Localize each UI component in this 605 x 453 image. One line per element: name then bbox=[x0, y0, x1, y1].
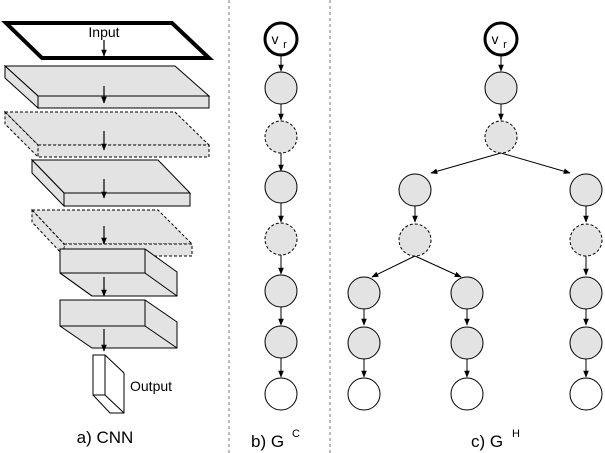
cnn-output-label: Output bbox=[130, 378, 172, 394]
chain-caption: b) G bbox=[251, 432, 284, 451]
tree-node-dashed bbox=[569, 223, 603, 257]
tree-caption: c) G bbox=[471, 432, 503, 451]
chain-leaf-node bbox=[264, 377, 298, 411]
cnn-layer-2-dashed bbox=[3, 110, 211, 159]
chain-caption-superscript: C bbox=[292, 428, 300, 440]
tree-panel: v r c) G H bbox=[347, 21, 603, 451]
tree-leaf-node bbox=[347, 377, 381, 411]
tree-node bbox=[484, 71, 518, 105]
cnn-caption: a) CNN bbox=[77, 428, 134, 447]
tree-node bbox=[450, 276, 484, 310]
cnn-layer-6 bbox=[59, 299, 178, 349]
cnn-layer-1 bbox=[3, 64, 211, 110]
cnn-layer-5 bbox=[59, 248, 178, 297]
chain-node bbox=[264, 170, 298, 204]
tree-node bbox=[347, 276, 381, 310]
tree-node-dashed bbox=[484, 120, 518, 154]
tree-root-subscript: r bbox=[503, 39, 507, 51]
tree-node bbox=[569, 173, 603, 207]
chain-root-node bbox=[263, 21, 299, 57]
chain-node bbox=[264, 325, 298, 359]
cnn-panel: Input bbox=[1, 21, 215, 447]
chain-root-subscript: r bbox=[283, 39, 287, 51]
cnn-layer-3 bbox=[30, 158, 192, 208]
tree-node bbox=[569, 276, 603, 310]
tree-node bbox=[450, 326, 484, 360]
tree-node bbox=[347, 326, 381, 360]
chain-node bbox=[264, 274, 298, 308]
tree-node bbox=[569, 326, 603, 360]
tree-root-node bbox=[483, 21, 519, 57]
cnn-input-box bbox=[1, 21, 215, 60]
chain-panel: v r b) G C bbox=[251, 21, 300, 451]
tree-leaf-node bbox=[450, 377, 484, 411]
chain-node bbox=[264, 71, 298, 105]
tree-node bbox=[398, 173, 432, 207]
chain-root-label: v bbox=[272, 31, 279, 47]
chain-node-dashed bbox=[264, 222, 298, 256]
tree-node-dashed bbox=[398, 223, 432, 257]
cnn-output-bar bbox=[92, 354, 125, 414]
tree-root-label: v bbox=[492, 31, 499, 47]
cnn-input-label: Input bbox=[88, 24, 119, 40]
tree-edges bbox=[361, 55, 589, 378]
cnn-layer-4-dashed bbox=[30, 208, 194, 258]
chain-node-dashed bbox=[264, 120, 298, 154]
tree-caption-superscript: H bbox=[512, 428, 520, 440]
tree-leaf-node bbox=[569, 377, 603, 411]
